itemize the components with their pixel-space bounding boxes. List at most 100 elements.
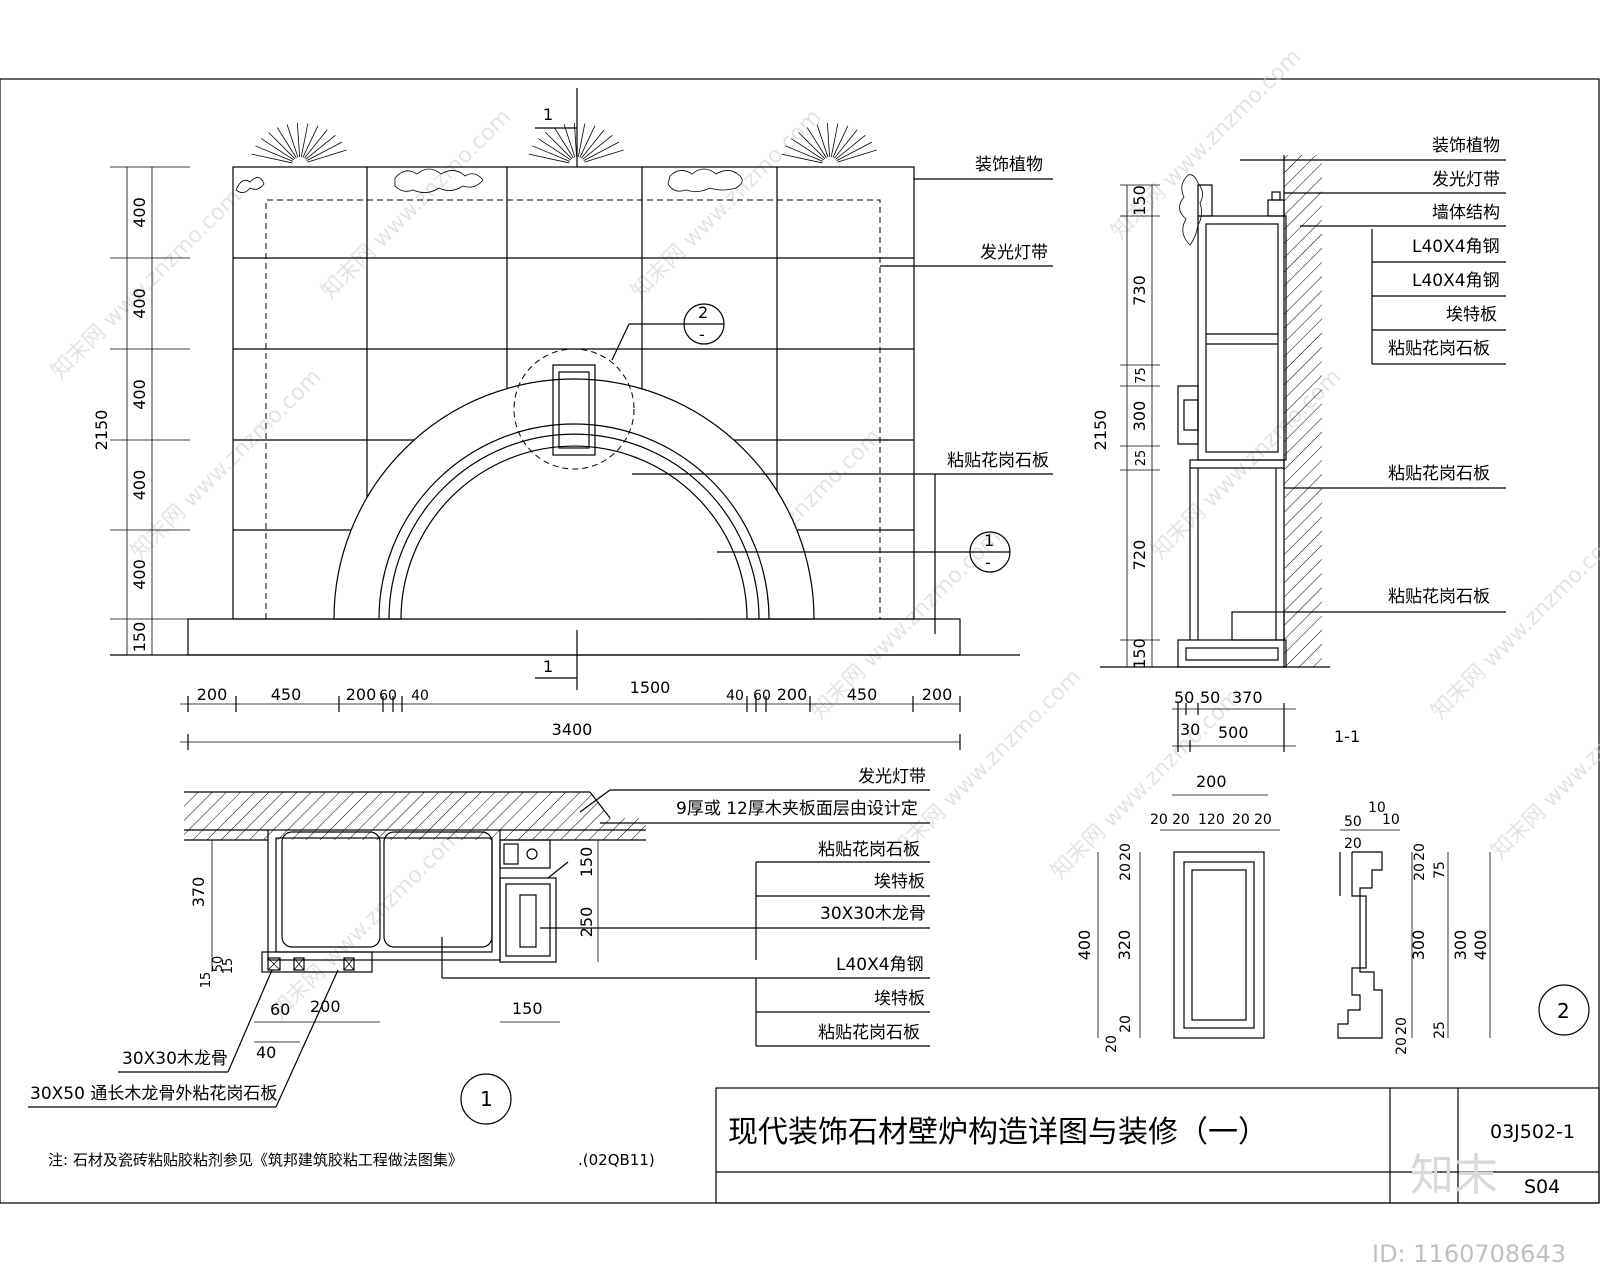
- s11-callout-3: L40X4角钢: [1412, 237, 1500, 257]
- s11-callout-6: 粘贴花岗石板: [1388, 339, 1490, 359]
- d2-fleft-1: 20: [1118, 843, 1134, 861]
- s11-callout-1: 发光灯带: [1432, 170, 1500, 190]
- p1-left-callout-1: 30X50 通长木龙骨外粘花岗石板: [30, 1084, 277, 1104]
- p1-dim-150b: 150: [512, 999, 543, 1018]
- detail-2: 200 20 20 120 20 20 400 20 20 320 20 20 …: [1075, 772, 1590, 1055]
- watermark-text: 知末网 www.znzmo.com: [807, 524, 1007, 724]
- s11-callout-7: 粘贴花岗石板: [1388, 464, 1490, 484]
- sheet-title: 现代装饰石材壁炉构造详图与装修（一）: [728, 1115, 1268, 1150]
- s11-bdim2-0: 30: [1180, 720, 1200, 739]
- footnote-ref: .(02QB11): [578, 1151, 655, 1169]
- watermark-id: ID: 1160708643: [1372, 1240, 1566, 1268]
- d2-fleft-5: 20: [1104, 1035, 1120, 1053]
- watermark-text: 知末网 www.znzmo.com: [627, 104, 827, 304]
- detail-ref-2-sub: -: [699, 325, 705, 344]
- s11-bdim-2: 370: [1232, 688, 1263, 707]
- p1-callout-5: L40X4角钢: [836, 955, 924, 975]
- elev-bottom-dim: 200: [922, 685, 953, 704]
- d2-ftop-2: 20: [1172, 812, 1190, 828]
- callout-light-strip: 发光灯带: [980, 243, 1048, 263]
- s11-bdim-0: 50: [1174, 688, 1194, 707]
- p1-dim-60: 60: [270, 1000, 290, 1019]
- d2-ftop-5: 20: [1254, 812, 1272, 828]
- p1-callout-3: 埃特板: [874, 872, 925, 892]
- p1-left-callout-0: 30X30木龙骨: [122, 1049, 228, 1069]
- drawing-code: 03J502-1: [1490, 1121, 1575, 1143]
- d2-ftop-4: 20: [1232, 812, 1250, 828]
- watermark-text: 知末网 www.znzmo.com: [1427, 524, 1600, 724]
- s11-left-dim: 720: [1130, 540, 1149, 571]
- d2-fleft-4: 20: [1118, 1015, 1134, 1033]
- elev-left-dim: 400: [130, 288, 149, 319]
- callout-decorative-plant: 装饰植物: [975, 155, 1043, 175]
- d2-fleft-3: 320: [1115, 930, 1134, 961]
- elev-bottom-dim: 200: [777, 685, 808, 704]
- d2-fleft-0: 400: [1075, 930, 1094, 961]
- s11-callout-4: L40X4角钢: [1412, 271, 1500, 291]
- watermark-text: 知末网 www.znzmo.com: [887, 664, 1087, 864]
- d2-ftop-3: 120: [1198, 812, 1225, 828]
- d2-sright-3: 300: [1409, 930, 1428, 961]
- elev-bottom-dim: 1500: [630, 678, 671, 697]
- sheet-border: [0, 78, 1600, 1204]
- section-mark-bottom: 1: [543, 657, 553, 676]
- s11-left-dim: 75: [1134, 367, 1149, 384]
- callout-granite-panel: 粘贴花岗石板: [947, 451, 1049, 471]
- d2-stop-1: 10: [1368, 800, 1386, 816]
- d2-ftop-0: 200: [1196, 772, 1227, 791]
- watermark-text: 知末网 www.znzmo.com: [1487, 664, 1600, 864]
- p1-dim-40: 40: [256, 1043, 276, 1062]
- elev-bottom-dim: 200: [346, 685, 377, 704]
- d2-sright-3b: 300: [1451, 930, 1470, 961]
- watermark-text: 知末网 www.znzmo.com: [127, 364, 327, 564]
- title-block: 现代装饰石材壁炉构造详图与装修（一） 03J502-1 S04: [715, 1087, 1600, 1204]
- elev-bottom-dim: 450: [271, 685, 302, 704]
- elev-total-height: 2150: [92, 410, 111, 451]
- s11-callout-2: 墙体结构: [1432, 203, 1500, 223]
- s11-left-dim: 300: [1130, 401, 1149, 432]
- s11-left-dim: 150: [1130, 185, 1149, 216]
- elevation-view: 1 1 2 - 1 - 装饰植物 发光灯带 粘贴花岗石板 40040040040…: [92, 88, 1053, 750]
- d2-sright-5: 20: [1394, 1037, 1410, 1055]
- elev-left-dim: 400: [130, 379, 149, 410]
- elev-left-dim: 400: [130, 470, 149, 501]
- p1-callout-6: 埃特板: [874, 989, 925, 1009]
- elev-bottom-dim: 60: [379, 688, 397, 704]
- d2-circle-num: 2: [1557, 999, 1570, 1023]
- s11-total-height: 2150: [1091, 410, 1110, 451]
- s11-callout-8: 粘贴花岗石板: [1388, 587, 1490, 607]
- footnote: 注: 石材及瓷砖粘贴胶粘剂参见《筑邦建筑胶粘工程做法图集》: [48, 1151, 463, 1169]
- p1-callout-4: 30X30木龙骨: [820, 904, 926, 924]
- elev-bottom-dim: 40: [411, 688, 429, 704]
- p1-dim-15b: 15: [221, 958, 236, 975]
- d2-sright-6: 25: [1432, 1021, 1448, 1039]
- plan-detail-1: 发光灯带 9厚或 12厚木夹板面层由设计定 粘贴花岗石板 埃特板 30X30木龙…: [28, 767, 930, 1125]
- s11-bdim-1: 50: [1200, 688, 1220, 707]
- p1-dim-370: 370: [189, 877, 208, 908]
- watermark-logo: 知末: [1410, 1150, 1498, 1201]
- detail-ref-2-num: 2: [698, 303, 708, 322]
- sheet-number: S04: [1524, 1176, 1560, 1198]
- elev-left-dim: 150: [130, 622, 149, 653]
- d2-stop-0: 50: [1344, 814, 1362, 830]
- elev-left-dim: 400: [130, 559, 149, 590]
- elev-bottom-dim: 60: [753, 688, 771, 704]
- s11-bdim2-1: 500: [1218, 723, 1249, 742]
- section-mark-top: 1: [543, 105, 553, 124]
- elev-left-dim: 400: [130, 197, 149, 228]
- p1-dim-200: 200: [310, 997, 341, 1016]
- p1-dim-250: 250: [577, 907, 596, 938]
- elev-total-width: 3400: [552, 720, 593, 739]
- d2-sright-7: 400: [1471, 930, 1490, 961]
- d2-ftop-1: 20: [1150, 812, 1168, 828]
- s11-left-dim: 730: [1130, 275, 1149, 306]
- watermark-text: 知末网 www.znzmo.com: [267, 824, 467, 1024]
- s11-left-dim: 150: [1130, 638, 1149, 669]
- d2-sright-2: 75: [1432, 861, 1448, 879]
- elev-bottom-dim: 450: [847, 685, 878, 704]
- section-1-1: 装饰植物 发光灯带 墙体结构 L40X4角钢 L40X4角钢 埃特板 粘贴花岗石…: [1091, 136, 1506, 752]
- p1-callout-1: 9厚或 12厚木夹板面层由设计定: [676, 799, 918, 819]
- d2-sright-4: 20: [1394, 1017, 1410, 1035]
